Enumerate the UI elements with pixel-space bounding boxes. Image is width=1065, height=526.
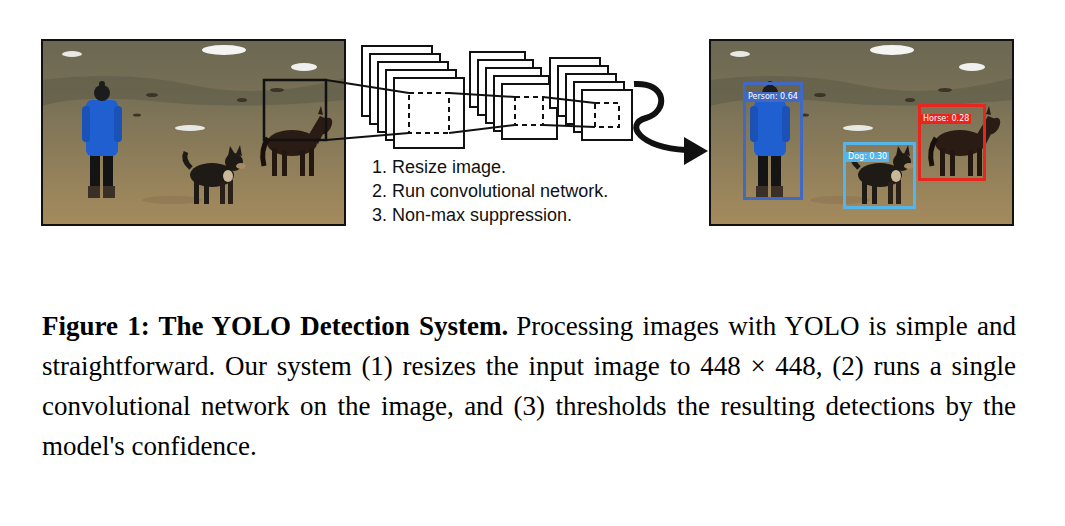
photo-frame — [710, 40, 1013, 225]
arrow-head — [684, 137, 708, 165]
figure-caption: Figure 1: The YOLO Detection System.Proc… — [42, 306, 1016, 466]
flow-arrow — [634, 84, 686, 150]
input-photo — [42, 40, 345, 225]
step-text: 2. Run convolutional network. — [372, 180, 608, 202]
class-label: Horse: 0.28 — [921, 114, 971, 124]
detection-box: Dog: 0.30 — [843, 142, 916, 209]
class-label: Dog: 0.30 — [846, 152, 889, 162]
step-text: 1. Resize image. — [372, 156, 506, 178]
caption-heading: Figure 1: The YOLO Detection System. — [42, 311, 508, 341]
projection-lines — [326, 80, 595, 140]
photo-frame — [42, 40, 345, 225]
detection-box: Person: 0.64 — [743, 82, 803, 200]
step-text: 3. Non-max suppression. — [372, 204, 572, 226]
output-photo — [710, 40, 1013, 225]
feature-window — [409, 93, 619, 133]
class-label: Person: 0.64 — [746, 92, 800, 102]
detection-box: Horse: 0.28 — [918, 104, 986, 181]
receptive-field — [264, 80, 326, 140]
